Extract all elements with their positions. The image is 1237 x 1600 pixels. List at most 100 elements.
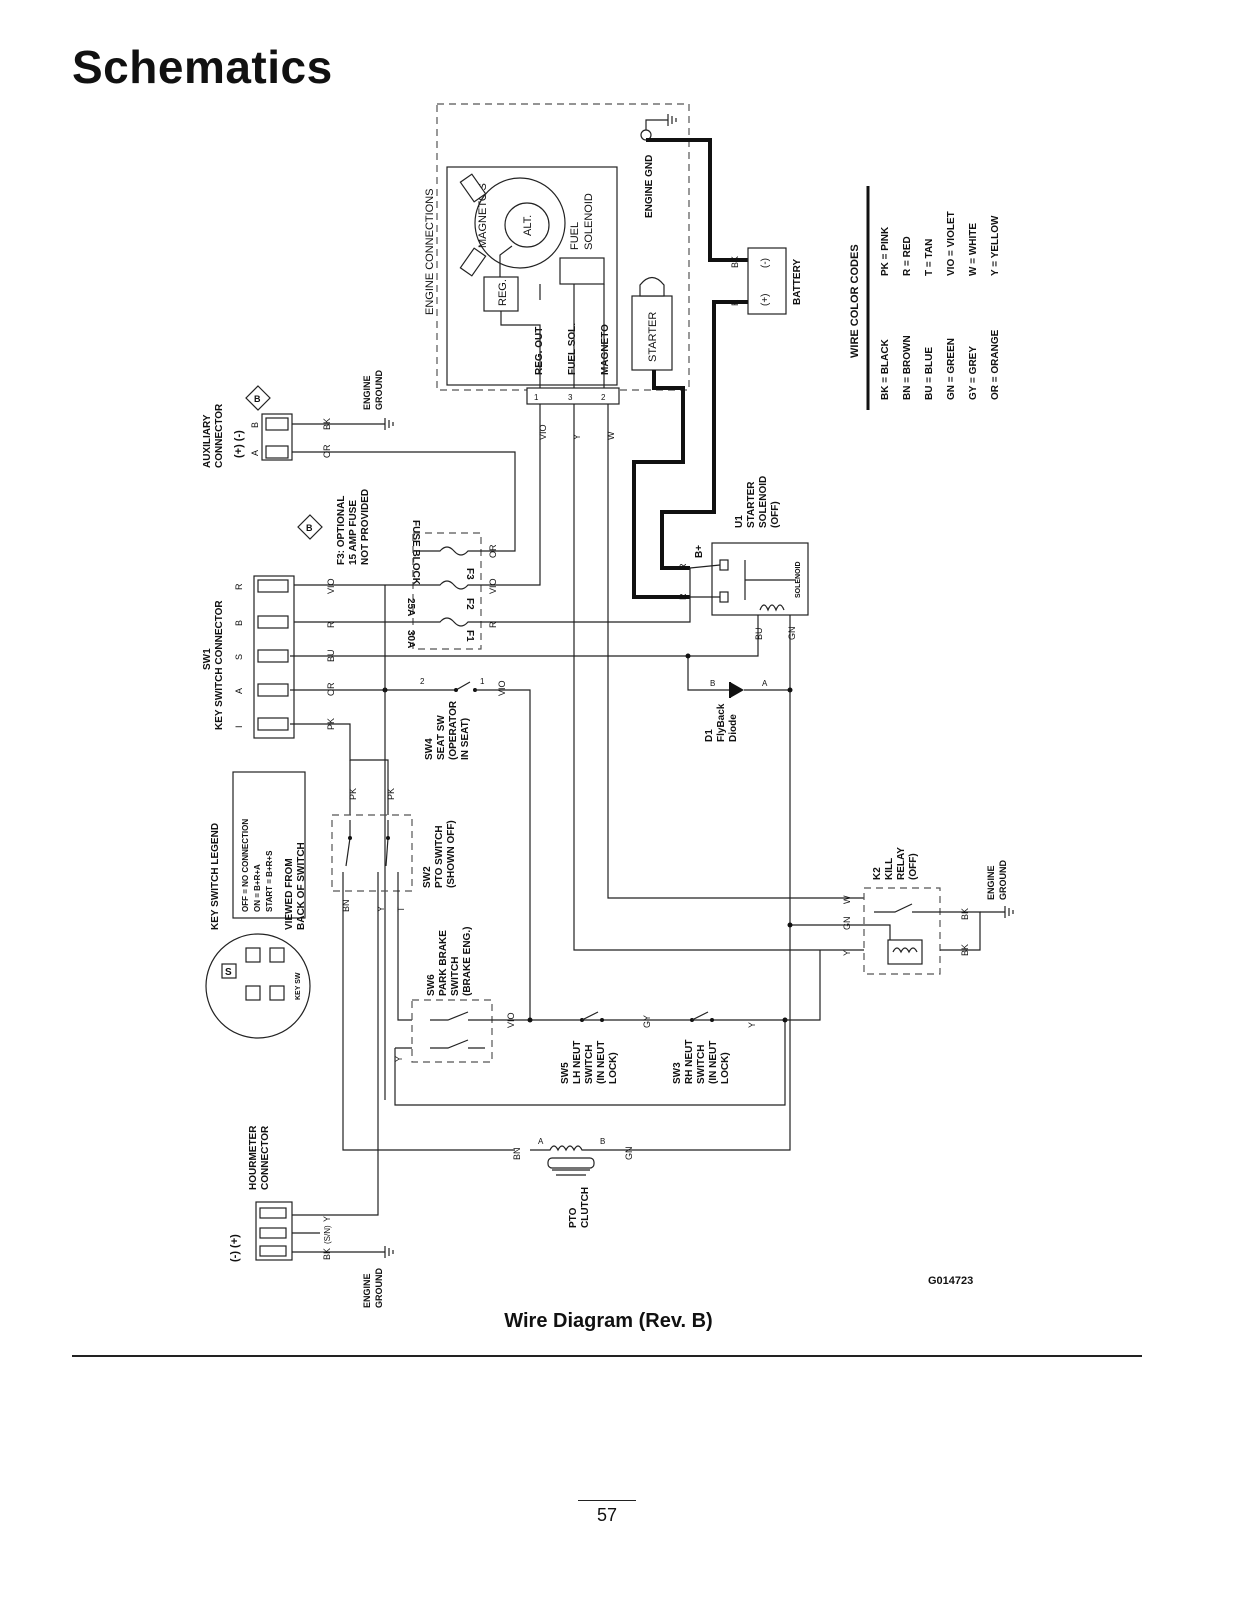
tag-gn-relay: GN (842, 917, 852, 931)
sw4-label-1: SW4 (424, 738, 435, 760)
key-term-i: I (234, 725, 244, 728)
bat-neg: (-) (760, 258, 771, 268)
wc-bn: BN = BROWN (902, 335, 913, 400)
wc-or: OR = ORANGE (990, 329, 1001, 400)
caption-text: Wire Diagram (Rev. B) (504, 1310, 713, 1332)
pin-2: 2 (601, 393, 606, 402)
viewed-from-2: BACK OF SWITCH (296, 842, 307, 930)
sw6-label-1: SW6 (426, 974, 437, 996)
aux-term-b: B (250, 422, 260, 428)
alt-label: ALT. (522, 215, 534, 236)
sw4-label-4: IN SEAT) (460, 718, 471, 760)
engine-connector (526, 387, 620, 405)
tag-r-key: R (237, 589, 239, 590)
sw5-label-4: (IN NEUT (596, 1041, 607, 1084)
reg-label: REG. (497, 279, 509, 306)
sw5-label-3: SWITCH (584, 1045, 595, 1084)
wc-bk: BK = BLACK (880, 338, 891, 400)
sw6-label-4: (BRAKE ENG.) (462, 927, 473, 996)
u1-label-2: STARTER (746, 481, 757, 528)
wc-t: T = TAN (924, 239, 935, 276)
tag-vio-eng: VIO (538, 424, 548, 440)
tag-bk-hour: BK (322, 1248, 332, 1260)
tag-b-clutch: B (600, 1137, 605, 1146)
tag-or-1: OR (326, 682, 336, 696)
pto-switch-box (331, 814, 413, 892)
tag-bu-sol: BU (754, 627, 764, 640)
tag-vio-seat: VIO (497, 680, 507, 696)
tag-or-fuse: OR (488, 544, 498, 558)
tag-w-relay: W (842, 895, 852, 904)
key-term-s: S (234, 654, 244, 660)
key-term-a: A (234, 688, 244, 694)
tag-gy: GY (642, 1015, 652, 1028)
sw4-pin-1: 1 (480, 677, 485, 686)
tag-or-aux: OR (322, 444, 332, 458)
wc-w: W = WHITE (968, 223, 979, 276)
tag-w-eng: W (606, 431, 616, 440)
solenoid-small-label: SOLENOID (795, 561, 802, 598)
sw3-label-2: RH NEUT (684, 1040, 695, 1084)
wc-pk: PK = PINK (880, 226, 891, 276)
battery-label: BATTERY (792, 259, 803, 305)
engine-ground-3a: ENGINE (362, 1273, 372, 1308)
tag-b-diode: B (710, 679, 715, 688)
k2-label-1: K2 (872, 867, 883, 880)
kill-relay-box (863, 887, 941, 975)
amp-30: 30A (405, 630, 416, 648)
wc-r: R = RED (902, 236, 913, 276)
aux-label-3: (+) (-) (233, 430, 245, 458)
f3-label: F3 (464, 568, 475, 580)
tag-a-clutch: A (538, 1137, 544, 1146)
wc-bu: BU = BLUE (924, 347, 935, 400)
aux-label-1: AUXILIARY (202, 414, 213, 468)
engine-ground-2b: GROUND (998, 860, 1008, 900)
tag-t-pto: T (396, 906, 406, 912)
tag-bk-relay2: BK (960, 944, 970, 956)
fuse-note-1: F3: OPTIONAL (336, 496, 347, 565)
battery-box (747, 247, 787, 315)
f1-label: F1 (464, 630, 475, 642)
fuel-solenoid-box (559, 257, 605, 285)
fuse-note-2: 15 AMP FUSE (348, 500, 359, 565)
aux-diamond-icon (245, 385, 271, 411)
bplus-label: B+ (694, 545, 705, 558)
key-legend-2: ON = B+R+A (253, 864, 262, 912)
sw4-pin-2: 2 (420, 677, 425, 686)
tag-gn-clutch: GN (624, 1147, 634, 1161)
tag-y-pb: Y (394, 1056, 404, 1062)
viewed-from-1: VIEWED FROM (284, 858, 295, 930)
magneto-pad-top (459, 173, 487, 203)
key-term-r: R (234, 583, 244, 590)
engine-ground-1b: GROUND (374, 370, 384, 410)
d1-label-1: D1 (704, 729, 715, 742)
magnetos-label: MAGNETO'S (477, 183, 489, 248)
sw4-label-3: (OPERATOR (448, 700, 459, 760)
engine-ground-1a: ENGINE (362, 375, 372, 410)
svg-text:S: S (225, 967, 232, 978)
u1-label-1: U1 (734, 515, 745, 528)
d1-label-2: FlyBack (716, 703, 727, 742)
sw1-label-2: KEY SWITCH CONNECTOR (214, 600, 225, 730)
engine-gnd-label: ENGINE GND (644, 155, 655, 218)
tag-y-pto: Y (376, 906, 386, 912)
fuse-diamond-icon (297, 514, 323, 540)
magneto-pad-bottom (459, 247, 487, 277)
fuse-block-label: FUSE BLOCK (410, 520, 421, 586)
fuse-note-3: NOT PROVIDED (360, 489, 371, 565)
aux-label-2: CONNECTOR (214, 403, 225, 468)
sw5-label-5: LOCK) (608, 1052, 619, 1084)
section-rule (72, 1355, 1142, 1357)
sw3-label-5: LOCK) (720, 1052, 731, 1084)
tag-r-fuse: R (488, 621, 498, 628)
tag-y-hour: Y (322, 1216, 332, 1222)
figure-id: G014723 (928, 1275, 973, 1287)
bat-pos: (+) (760, 294, 771, 307)
hour-label-2: CONNECTOR (260, 1125, 271, 1190)
pto-clutch-1: PTO (568, 1207, 579, 1228)
park-brake-box (411, 999, 493, 1063)
amp-25: 25A (405, 598, 416, 616)
tag-y-eng: Y (572, 434, 582, 440)
tag-vio-1: VIO (326, 578, 336, 594)
sw1-label: SW1 (202, 648, 213, 670)
